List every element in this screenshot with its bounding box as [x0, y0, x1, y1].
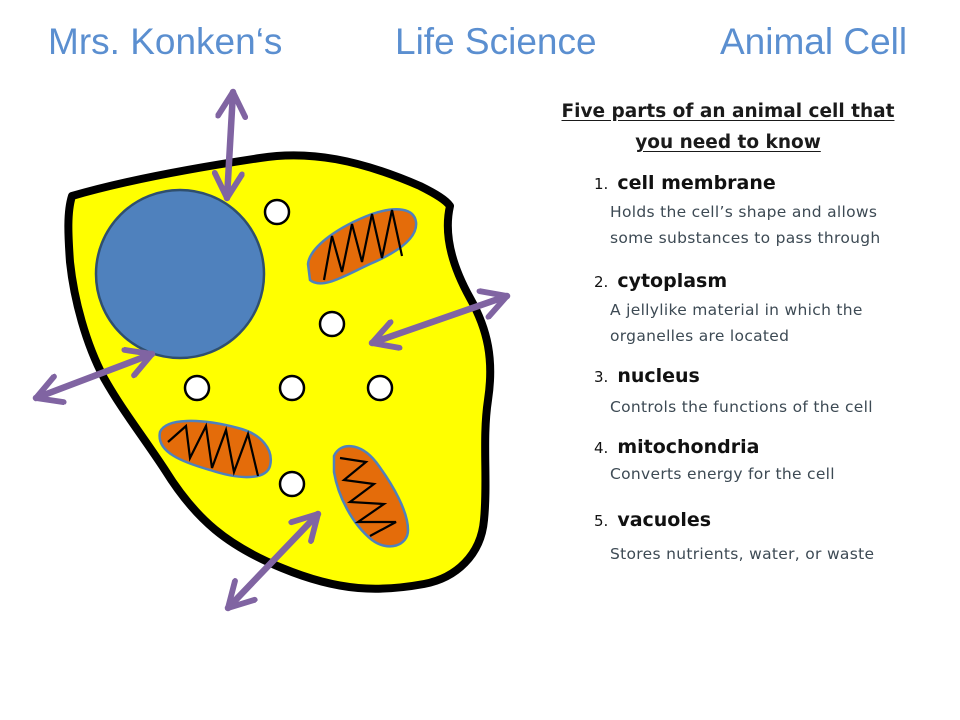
- mitochondrion: [332, 445, 410, 548]
- part-description: A jellylike material in which the: [610, 301, 863, 319]
- part-vacuoles: 5. vacuoles Stores nutrients, water, or w…: [594, 507, 934, 563]
- title-topic: Animal Cell: [720, 21, 908, 62]
- transport-arrow-left: [32, 354, 156, 398]
- part-number: 5.: [594, 512, 609, 530]
- part-name: nucleus: [617, 365, 700, 387]
- vacuole: [366, 374, 394, 402]
- part-cytoplasm: 2. cytoplasm A jellylike material in whic…: [594, 268, 934, 345]
- vacuole: [183, 374, 211, 402]
- part-name: cell membrane: [617, 172, 776, 194]
- parts-heading-line2: you need to know: [635, 132, 821, 153]
- part-name: cytoplasm: [617, 270, 728, 292]
- part-number: 1.: [594, 175, 609, 193]
- transport-arrow-right: [368, 296, 511, 343]
- part-mitochondria: 4. mitochondria Converts energy for the c…: [594, 434, 934, 483]
- mitochondrion: [306, 208, 418, 285]
- vacuole: [263, 198, 291, 226]
- transport-arrow-bottom: [224, 510, 322, 612]
- part-cell-membrane: 1. cell membrane Holds the cell’s shape a…: [594, 170, 934, 247]
- parts-heading: Five parts of an animal cell that you ne…: [520, 96, 936, 158]
- part-number: 2.: [594, 273, 609, 291]
- vacuole: [278, 374, 306, 402]
- part-description: Converts energy for the cell: [610, 465, 835, 483]
- part-number: 4.: [594, 439, 609, 457]
- vacuole: [278, 470, 306, 498]
- part-name: vacuoles: [617, 509, 712, 531]
- mitochondrion: [158, 419, 272, 479]
- part-description: Controls the functions of the cell: [610, 398, 873, 416]
- part-nucleus: 3. nucleus Controls the functions of the …: [594, 363, 934, 416]
- part-description: organelles are located: [610, 327, 790, 345]
- vacuole: [318, 310, 346, 338]
- part-description: Holds the cell’s shape and allows: [610, 203, 878, 221]
- part-number: 3.: [594, 368, 609, 386]
- part-name: mitochondria: [617, 436, 760, 458]
- parts-heading-line1: Five parts of an animal cell that: [561, 101, 895, 122]
- title-teacher: Mrs. Konken‘s: [48, 21, 283, 62]
- title-subject: Life Science: [395, 21, 597, 62]
- transport-arrow-top: [227, 88, 233, 202]
- part-description: Stores nutrients, water, or waste: [610, 545, 875, 563]
- nucleus: [94, 188, 266, 360]
- part-description: some substances to pass through: [610, 229, 881, 247]
